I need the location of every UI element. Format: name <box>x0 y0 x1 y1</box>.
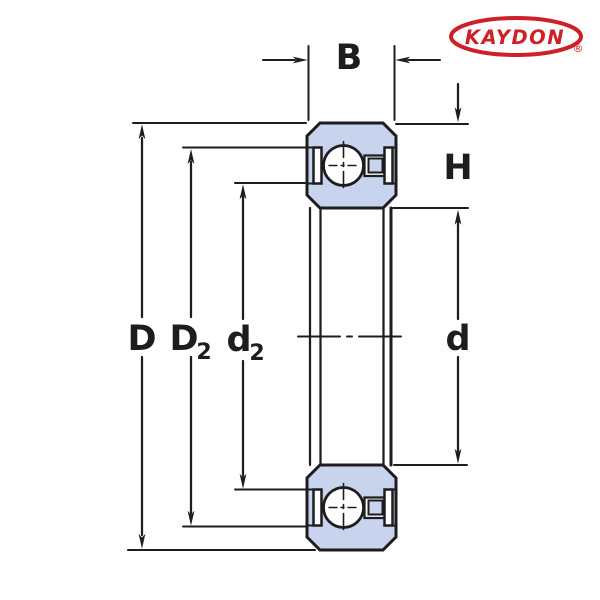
dimension-D: D <box>127 122 316 551</box>
dimension-H: H <box>392 82 473 209</box>
kaydon-logo: KAYDON ® <box>449 16 584 57</box>
dim-label-D: D <box>127 319 156 359</box>
dimension-d2: d 2 <box>226 182 308 491</box>
dimension-d: d <box>393 209 471 466</box>
dim-label-B: B <box>336 38 363 78</box>
bearing-cross-section-top <box>305 121 398 210</box>
registered-trademark-icon: ® <box>573 42 584 55</box>
logo-brand-text: KAYDON <box>465 26 565 49</box>
dimension-B: B <box>262 38 441 121</box>
logo-ellipse-icon <box>449 16 583 57</box>
dim-label-D2-base: D <box>169 319 198 359</box>
dim-label-d2-base: d <box>226 320 251 360</box>
dim-label-H: H <box>443 148 472 188</box>
dimension-D2: D 2 <box>169 146 308 528</box>
bearing-cross-section-bottom <box>305 463 398 552</box>
dim-label-d: d <box>445 319 470 359</box>
dim-label-D2-sub: 2 <box>196 340 211 365</box>
dim-label-d2-sub: 2 <box>249 341 264 366</box>
